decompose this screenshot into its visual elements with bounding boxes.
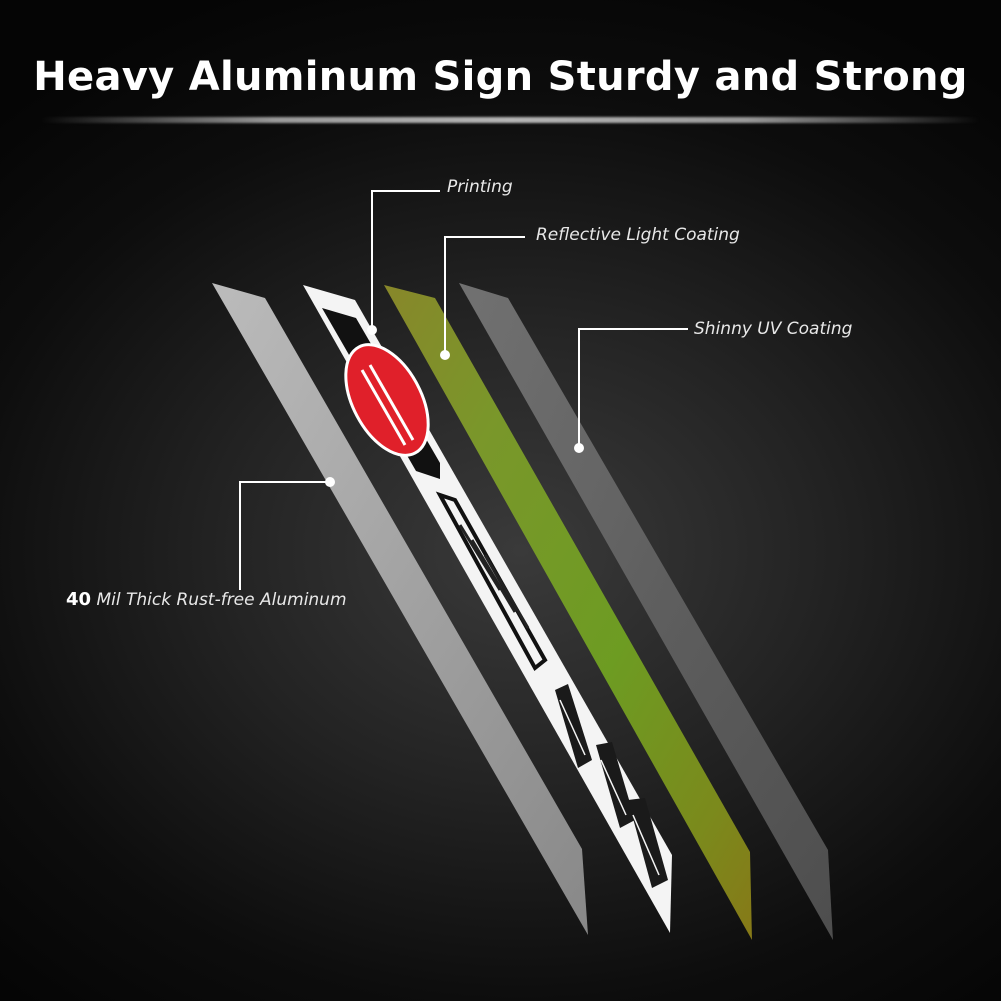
sign-info-block-2 [596,742,635,828]
label-aluminum-number: 40 [66,589,92,610]
callout-printing [371,190,440,328]
printing-layer [303,285,672,933]
aluminum-layer [212,283,588,935]
label-printing: Printing [447,177,513,197]
callout-lines [239,190,688,590]
badge-lettering [360,364,415,446]
label-aluminum-text: Mil Thick Rust-free Aluminum [96,590,347,610]
callout-dot-reflective [440,350,450,360]
title-divider [40,117,980,123]
callout-reflective [444,236,525,355]
label-reflective: Reflective Light Coating [536,225,740,245]
callout-uv [578,328,688,448]
uv-layer [459,283,833,940]
label-aluminum: 40 Mil Thick Rust-free Aluminum [66,589,347,610]
sign-text-lines [458,524,530,629]
page-title: Heavy Aluminum Sign Sturdy and Strong [33,54,968,100]
label-uv: Shinny UV Coating [694,319,853,339]
sign-info-block-3 [628,798,668,888]
callout-dot-printing [367,325,377,335]
callout-dot-uv [574,443,584,453]
callout-dot-aluminum [325,477,335,487]
sign-info-block-1 [555,684,592,768]
reflective-layer [384,285,752,940]
sign-text-frame [435,491,548,672]
callout-aluminum [239,481,330,590]
